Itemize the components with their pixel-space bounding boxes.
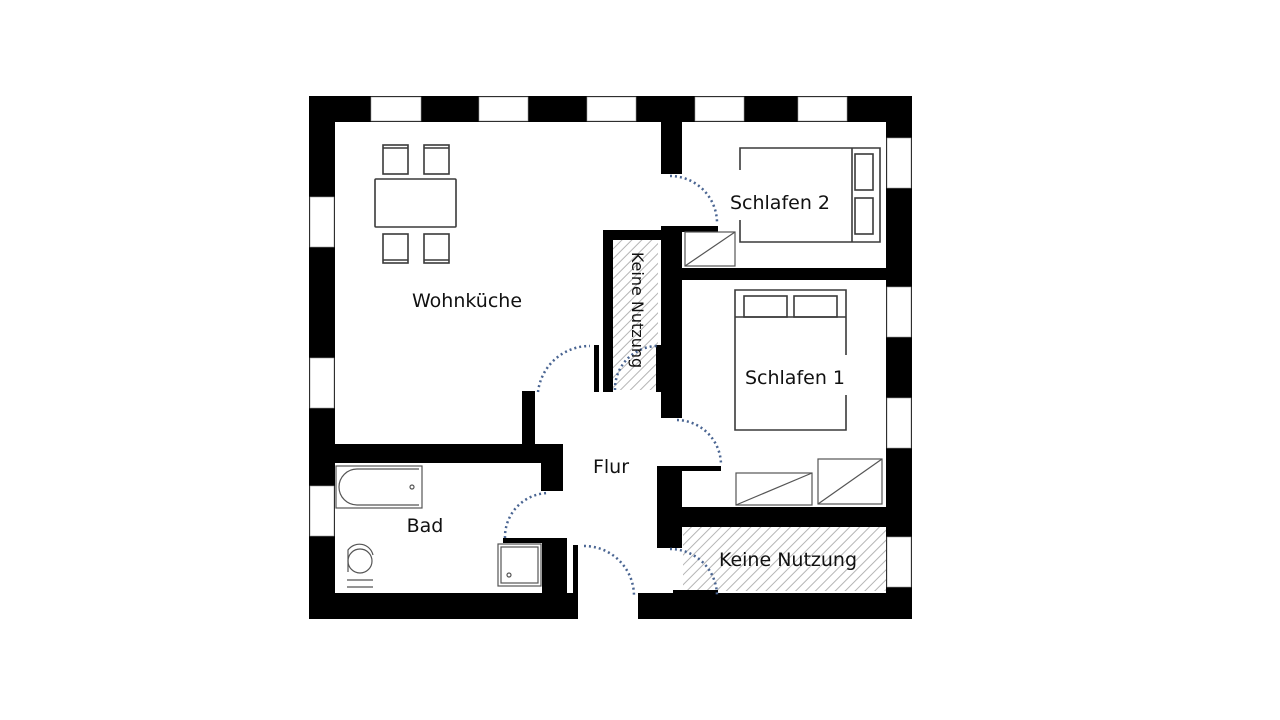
pillow	[854, 197, 874, 235]
chair	[382, 144, 409, 175]
window	[309, 357, 335, 409]
window	[886, 536, 912, 588]
window	[886, 397, 912, 449]
room-label-schlafen2: Schlafen 2	[730, 192, 830, 214]
door-swing-storage	[669, 547, 719, 597]
interior-walls	[335, 96, 888, 595]
door-swing-schlafen2	[669, 174, 719, 223]
room-label-flur: Flur	[593, 456, 629, 478]
door-swing-schlafen1	[676, 418, 723, 466]
unused-area-bottom	[683, 527, 887, 591]
furniture	[374, 144, 881, 431]
pillow	[793, 295, 838, 318]
window	[309, 196, 335, 248]
door-swing-bad	[503, 491, 550, 539]
window	[586, 96, 637, 122]
windows	[309, 96, 912, 588]
unused-area-vertical	[612, 240, 658, 390]
window	[370, 96, 422, 122]
room-label-wohnkueche: Wohnküche	[412, 290, 522, 312]
window	[797, 96, 848, 122]
window	[694, 96, 745, 122]
window	[886, 286, 912, 338]
room-label-keine-nutzung-vertical: Keine Nutzung	[628, 252, 647, 368]
door-swing-keine-nutzung	[613, 344, 659, 391]
chair	[423, 144, 450, 175]
door-swing-entrance	[583, 544, 636, 597]
toilet	[347, 548, 373, 574]
window	[478, 96, 529, 122]
chair	[382, 233, 409, 264]
wardrobes	[684, 231, 883, 506]
bed-schlafen2	[739, 147, 881, 243]
room-label-schlafen1: Schlafen 1	[745, 367, 845, 389]
bathtub	[335, 465, 423, 509]
room-label-bad: Bad	[407, 515, 444, 537]
door-swing-wohnkueche	[536, 344, 591, 393]
bed-schlafen1	[734, 289, 847, 431]
pillow	[854, 153, 874, 191]
window	[309, 485, 335, 537]
door-swings	[503, 174, 723, 597]
window	[886, 137, 912, 189]
room-label-keine-nutzung-bottom: Keine Nutzung	[719, 549, 857, 571]
bathroom-fixtures	[335, 465, 542, 588]
dining-table	[374, 178, 457, 228]
chair	[423, 233, 450, 264]
shower	[497, 543, 542, 587]
pillow	[743, 295, 788, 318]
